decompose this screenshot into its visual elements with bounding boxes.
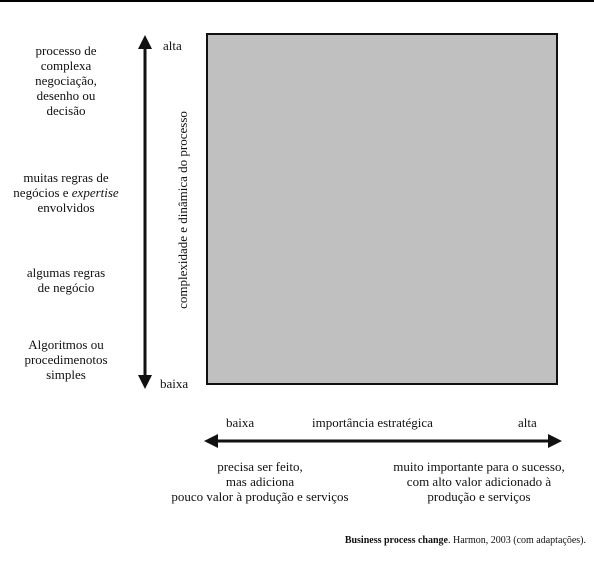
horizontal-axis-title: importância estratégica <box>312 415 433 430</box>
source-citation: Business process change. Harmon, 2003 (c… <box>345 535 586 546</box>
vertical-axis-title: complexidade e dinâmica do processo <box>174 111 190 309</box>
horizontal-axis-high-label: alta <box>518 415 537 430</box>
vertical-double-arrow <box>138 35 152 389</box>
matrix-square <box>206 33 558 385</box>
left-label-some-rules: algumas regras de negócio <box>26 265 106 295</box>
horizontal-arrow-head-right <box>548 434 562 448</box>
bottom-note-low-value: precisa ser feito, mas adiciona pouco va… <box>171 459 349 504</box>
vertical-arrow-head-down <box>138 375 152 389</box>
left-label-many-rules: muitas regras de negócios e expertise en… <box>6 170 126 215</box>
left-label-many-rules-prefix: muitas regras de negócios e <box>13 170 109 200</box>
horizontal-arrow-head-left <box>204 434 218 448</box>
left-label-many-rules-suffix: envolvidos <box>37 200 95 215</box>
source-title: Business process change <box>344 535 448 546</box>
source-rest: . Harmon, 2003 (com adaptações). <box>447 535 586 546</box>
left-label-algorithms: Algoritmos ou procedimenotos simples <box>24 337 108 382</box>
horizontal-double-arrow <box>204 434 562 448</box>
vertical-axis-high-label: alta <box>163 38 182 53</box>
bottom-note-high-value: muito importante para o sucesso, com alt… <box>393 459 565 504</box>
left-label-expertise: expertise <box>71 185 119 200</box>
left-label-negotiation: processo de complexa negociação, desenho… <box>35 43 97 118</box>
vertical-arrow-head-up <box>138 35 152 49</box>
top-rule <box>0 0 594 2</box>
horizontal-axis-low-label: baixa <box>226 415 255 430</box>
vertical-axis-low-label: baixa <box>160 376 189 391</box>
